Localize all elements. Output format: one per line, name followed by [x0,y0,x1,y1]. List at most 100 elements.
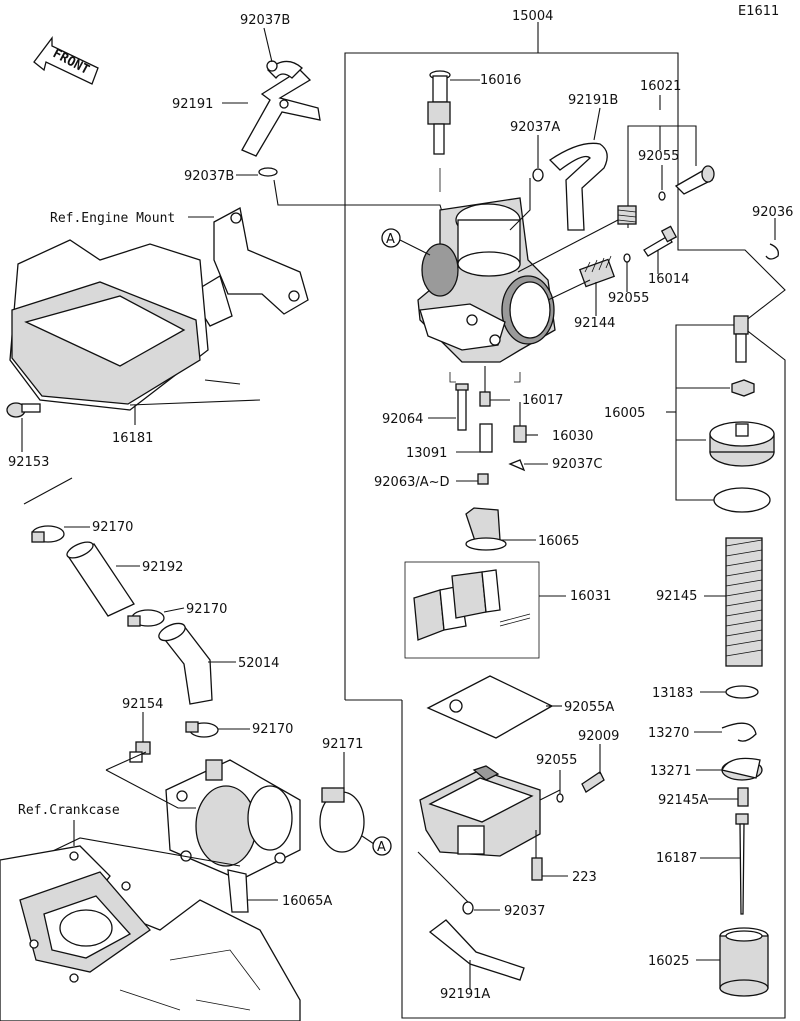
part-16016-screw [427,70,480,192]
air-cleaner-cover-16181: RS [9,239,261,425]
label-92036: 92036 [752,205,793,220]
part-labels: 15004 16016 92191B 16021 92037A 92055 92… [8,9,793,1002]
part-13271 [721,757,763,781]
label-92171: 92171 [322,737,363,752]
float-bowl [419,765,561,857]
bolt-92153 [6,402,41,452]
hose-92191B [548,107,608,231]
clamp-92170-a [31,525,90,543]
label-16065A: 16065A [282,894,332,909]
label-16065: 16065 [538,534,579,549]
needle-16187 [700,813,749,915]
label-13271: 13271 [650,764,691,779]
label-92037: 92037 [504,904,545,919]
label-92055-low: 92055 [536,753,577,768]
label-92055-mid: 92055 [608,291,649,306]
part-92063 [456,473,489,485]
label-92037C: 92037C [552,457,602,472]
clamp-92170-c [185,721,250,738]
clamp-92170-b [127,607,185,627]
clip-92037C [508,459,548,472]
spring-92145A [737,787,749,807]
clip-13270 [721,722,757,742]
part-16030 [513,402,538,443]
label-16030: 16030 [552,429,593,444]
svg-text:A: A [386,232,395,247]
label-52014: 52014 [238,656,279,671]
label-16025: 16025 [648,954,689,969]
label-16005: 16005 [604,406,645,421]
tube-92192 [66,541,140,617]
label-92191: 92191 [172,97,213,112]
diagram-id: E1611 [738,4,779,19]
svg-text:A: A [377,840,386,855]
label-92191B: 92191B [568,93,618,108]
label-92191A: 92191A [440,987,490,1002]
label-92145: 92145 [656,589,697,604]
assembly-frame [344,22,786,1019]
nut [731,379,755,397]
part-16021-screw [627,95,715,228]
adjuster-screw [733,315,749,363]
oring-92055-low [556,793,564,803]
label-92037A: 92037A [510,120,560,135]
label-16016: 16016 [480,73,521,88]
label-92055-top: 92055 [638,149,679,164]
label-16017: 16017 [522,393,563,408]
label-92170-a: 92170 [92,520,133,535]
spring-92145 [704,537,763,667]
callout-a-top [381,228,401,248]
clip-92037A [509,135,544,231]
hose-92191A [428,919,525,990]
label-92145A: 92145A [658,793,708,808]
washer-13183 [725,685,759,699]
label-92055A: 92055A [564,700,614,715]
part-16014-needle [643,225,678,274]
label-16031: 16031 [570,589,611,604]
label-13270: 13270 [648,726,689,741]
spring-top [617,205,637,225]
label-92064: 92064 [382,412,423,427]
label-16181: 16181 [112,431,153,446]
oring-92055-top [658,191,666,201]
label-16187: 16187 [656,851,697,866]
part-16017 [479,366,510,407]
front-arrow-icon: FRONT [33,36,99,85]
crankcase [0,820,301,1021]
label-15004: 15004 [512,9,553,24]
label-16021: 16021 [640,79,681,94]
intake-manifold-16065A [165,759,301,913]
throttle-valve-16025 [696,927,769,997]
gasket-92055A [426,675,562,739]
ref-engine-mount: Ref.Engine Mount [50,211,175,226]
jet-92064 [428,383,469,431]
label-92009: 92009 [578,729,619,744]
screw-92009 [581,744,605,793]
engine-mount-bracket [188,207,309,327]
clip-92037B-mid [236,167,453,246]
carburetor-body [417,197,556,363]
float-16031 [404,561,566,659]
label-92154: 92154 [122,697,163,712]
duct-52014 [158,622,236,705]
clip-92037 [417,851,500,915]
screw-223 [531,830,568,881]
cap-top [709,421,775,467]
oring-92055-mid [623,253,631,263]
clip-92036 [765,243,779,260]
label-13091: 13091 [406,446,447,461]
label-92153: 92153 [8,455,49,470]
label-92170-b: 92170 [186,602,227,617]
clamp-92171 [319,752,375,853]
part-16065 [465,507,536,551]
hose-92191 [241,60,321,157]
oring-cap [713,487,771,513]
label-92170-c: 92170 [252,722,293,737]
label-16014: 16014 [648,272,689,287]
label-92037B-mid: 92037B [184,169,234,184]
callout-a-bottom [372,836,392,856]
label-92037B-top: 92037B [240,13,290,28]
label-92144: 92144 [574,316,615,331]
label-223: 223 [572,870,597,885]
